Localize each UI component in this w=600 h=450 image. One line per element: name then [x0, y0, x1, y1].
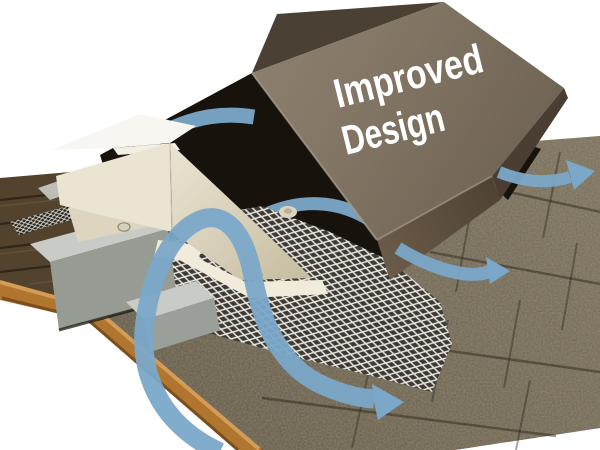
ridge-cap-front-rim: [376, 175, 493, 241]
arrowhead: [486, 257, 510, 284]
end-cap-left-face: [56, 143, 172, 232]
arrowhead: [566, 160, 595, 190]
end-cap-front-face: [170, 143, 312, 280]
arrowhead: [372, 384, 404, 420]
ridge-cap-top-face: [252, 2, 564, 240]
ridge-cap-cut-rim: [251, 72, 378, 241]
baffle2-web: [144, 298, 220, 352]
end-cap-bottom-flange: [162, 240, 328, 298]
white-flashing-wedge: [52, 114, 196, 150]
airflow-arrow-swoosh: [134, 208, 404, 450]
airflow-arrow-center: [394, 242, 510, 284]
end-cap: [52, 114, 328, 298]
rivet: [284, 208, 292, 214]
end-cap-crease: [169, 142, 173, 233]
airflow-arrow-right: [496, 160, 595, 190]
rivet: [117, 222, 131, 232]
fascia-face: [0, 280, 262, 450]
ridge-cap: Improved Design: [251, 2, 568, 280]
airflow-arrows: [134, 160, 595, 450]
